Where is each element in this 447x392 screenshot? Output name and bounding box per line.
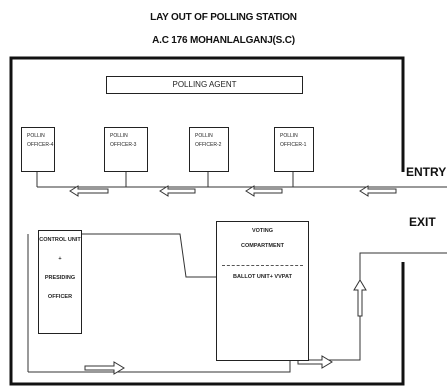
officer-4-line2: OFFICER-4 xyxy=(27,142,54,148)
room-wall xyxy=(9,56,405,386)
officer-1-line2: OFFICER-1 xyxy=(280,142,307,148)
officer-1-box: POLLIN OFFICER-1 xyxy=(274,127,314,172)
officer-3-line1: POLLIN xyxy=(110,133,128,139)
polling-agent-label: POLLING AGENT xyxy=(172,80,237,89)
connector-line xyxy=(38,233,216,278)
arrow-left-icon xyxy=(69,185,109,197)
exit-label: EXIT xyxy=(409,215,436,229)
plus-sign: + xyxy=(58,256,62,262)
control-unit-label: CONTROL UNIT xyxy=(39,237,81,243)
arrow-right-icon xyxy=(84,361,125,375)
officer-2-line2: OFFICER-2 xyxy=(195,142,222,148)
arrow-left-icon xyxy=(359,185,397,197)
officer-3-line2: OFFICER-3 xyxy=(110,142,137,148)
voting-compartment-box: VOTING COMPARTMENT BALLOT UNIT+ VVPAT xyxy=(216,221,309,361)
ballot-unit-label: BALLOT UNIT+ VVPAT xyxy=(233,274,292,280)
page-subtitle: A.C 176 MOHANLALGANJ(S.C) xyxy=(152,35,295,46)
officer-3-box: POLLIN OFFICER-3 xyxy=(104,127,148,172)
divider xyxy=(222,265,303,266)
arrow-left-icon xyxy=(245,185,283,197)
arrow-left-icon xyxy=(159,185,196,197)
officer-4-line1: POLLIN xyxy=(27,133,45,139)
officer-4-box: POLLIN OFFICER-4 xyxy=(21,127,55,172)
officer-1-line1: POLLIN xyxy=(280,133,298,139)
presiding-label: PRESIDING xyxy=(44,275,76,281)
entry-label: ENTRY xyxy=(406,165,447,179)
page-title: LAY OUT OF POLLING STATION xyxy=(150,12,297,23)
control-unit-box: CONTROL UNIT + PRESIDING OFFICER xyxy=(38,230,82,334)
officer-2-box: POLLIN OFFICER-2 xyxy=(189,127,229,172)
arrow-up-icon xyxy=(353,279,367,317)
officer-label: OFFICER xyxy=(47,294,73,300)
officer-2-line1: POLLIN xyxy=(195,133,213,139)
polling-agent-box: POLLING AGENT xyxy=(106,76,303,94)
compartment-label: COMPARTMENT xyxy=(241,243,284,249)
voting-label: VOTING xyxy=(251,228,274,234)
arrow-right-icon xyxy=(297,355,333,369)
